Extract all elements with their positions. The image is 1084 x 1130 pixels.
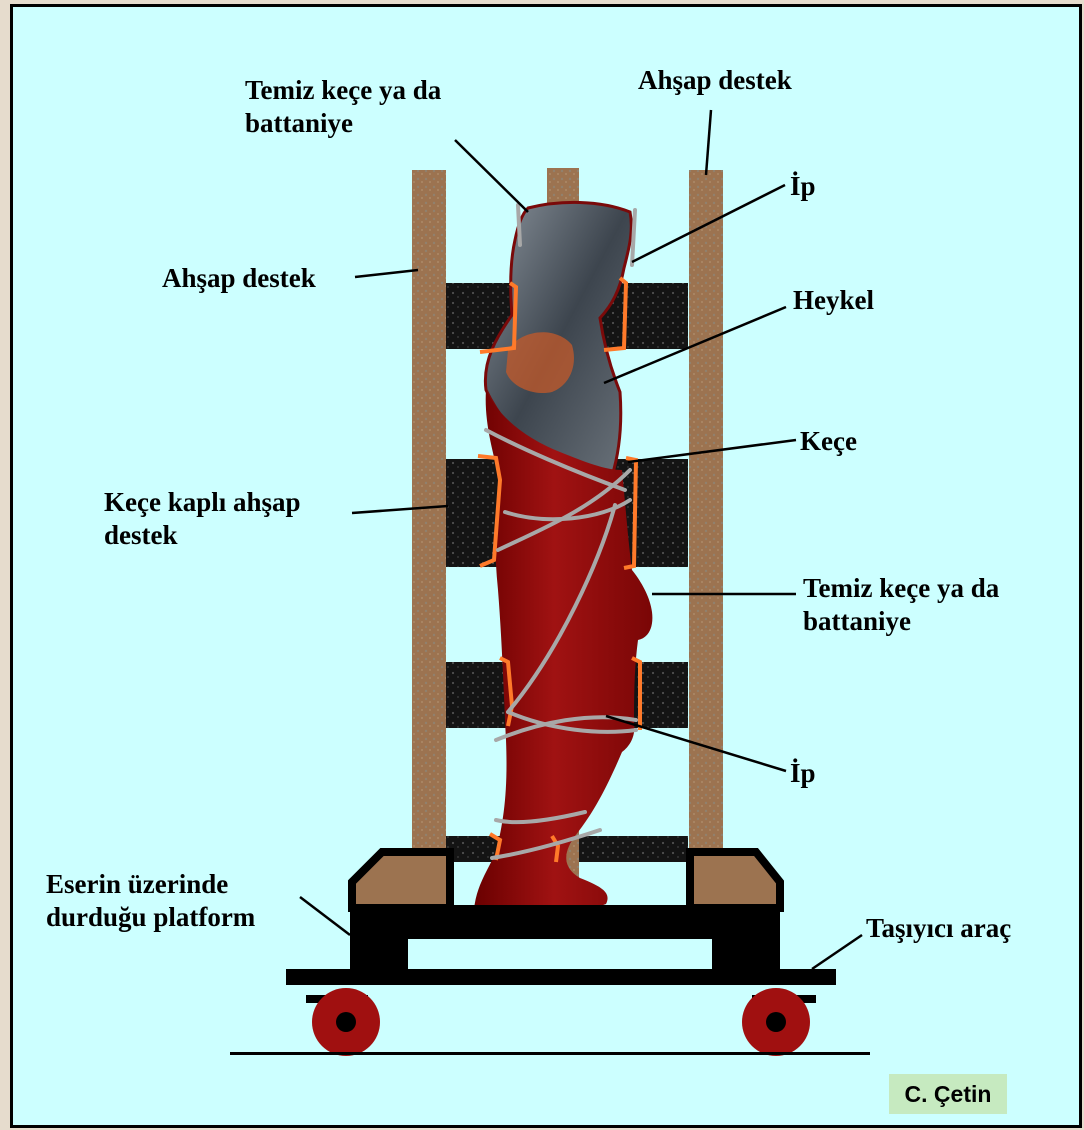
label-clean-felt-top: Temiz keçe ya da battaniye xyxy=(245,74,441,140)
label-carrier: Taşıyıcı araç xyxy=(866,912,1011,945)
author-credit: C. Çetin xyxy=(889,1074,1007,1114)
label-rope-top: İp xyxy=(790,170,816,203)
label-platform: Eserin üzerinde durduğu platform xyxy=(46,868,255,934)
label-sculpture: Heykel xyxy=(793,284,874,317)
label-wood-support-left: Ahşap destek xyxy=(162,262,316,295)
label-rope-bottom: İp xyxy=(790,757,816,790)
label-felt-covered-support: Keçe kaplı ahşap destek xyxy=(104,486,301,552)
label-clean-felt-right: Temiz keçe ya da battaniye xyxy=(803,572,999,638)
label-platform-line1: Eserin üzerinde xyxy=(46,868,255,901)
label-felt: Keçe xyxy=(800,425,857,458)
label-clean-felt-right-line2: battaniye xyxy=(803,605,999,638)
label-wood-support-top: Ahşap destek xyxy=(638,64,792,97)
label-clean-felt-right-line1: Temiz keçe ya da xyxy=(803,572,999,605)
diagram-frame xyxy=(10,4,1082,1128)
label-clean-felt-top-line2: battaniye xyxy=(245,107,441,140)
label-felt-covered-support-line1: Keçe kaplı ahşap xyxy=(104,486,301,519)
label-platform-line2: durduğu platform xyxy=(46,901,255,934)
label-felt-covered-support-line2: destek xyxy=(104,519,301,552)
label-clean-felt-top-line1: Temiz keçe ya da xyxy=(245,74,441,107)
